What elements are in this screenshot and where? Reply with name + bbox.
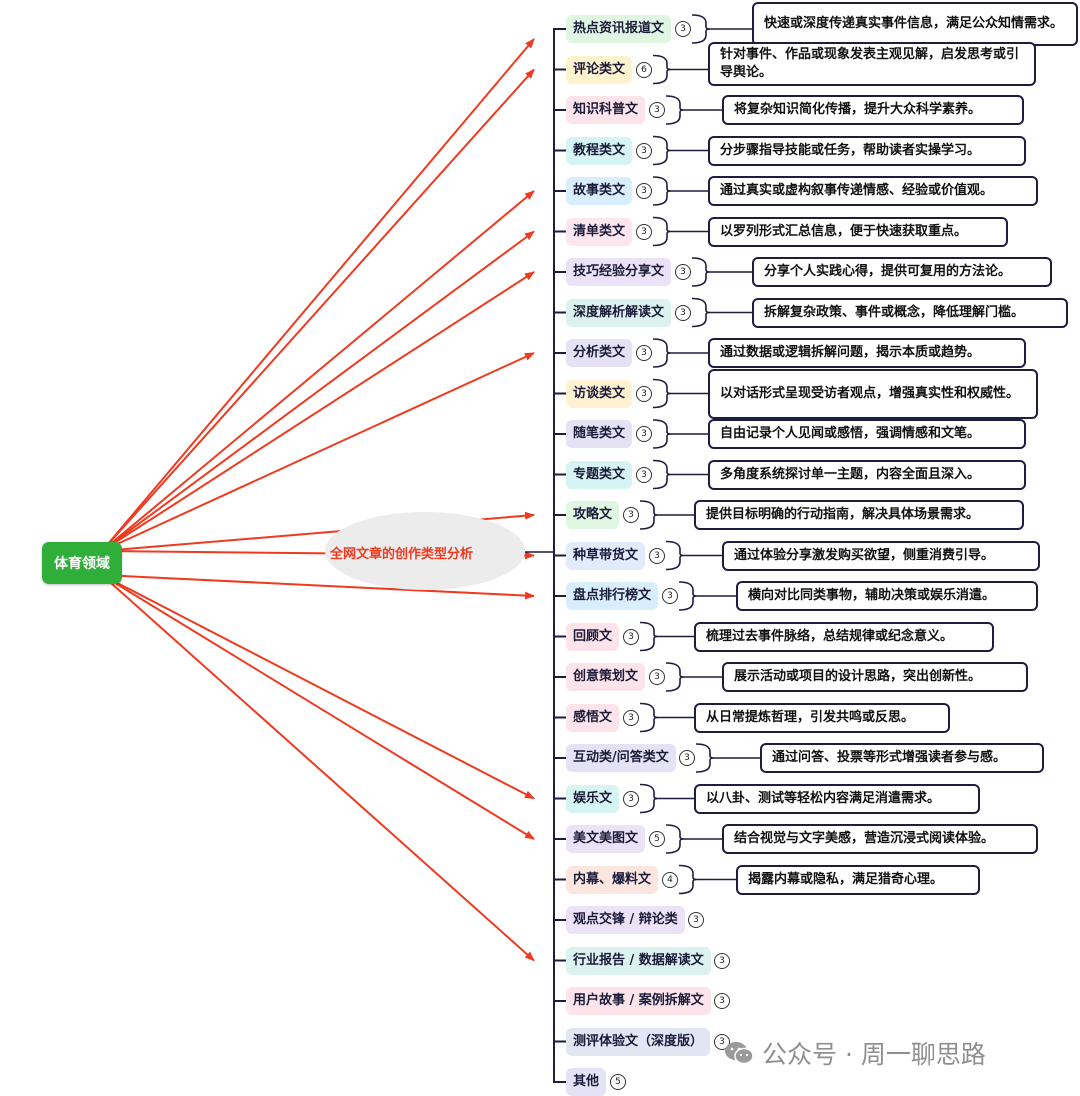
category-description: 自由记录个人见闻或感悟，强调情感和文笔。 <box>708 419 1026 449</box>
count-badge[interactable]: 3 <box>679 750 695 766</box>
category-node[interactable]: 创意策划文 <box>566 663 646 691</box>
count-badge[interactable]: 3 <box>623 790 639 807</box>
category-description: 通过问答、投票等形式增强读者参与感。 <box>760 743 1044 773</box>
count-badge[interactable]: 3 <box>636 385 652 402</box>
count-badge[interactable]: 3 <box>675 21 691 37</box>
count-badge[interactable]: 6 <box>636 61 652 78</box>
count-badge[interactable]: 5 <box>610 1074 626 1090</box>
central-topic-bubble <box>325 512 525 590</box>
category-node[interactable]: 教程类文 <box>566 136 633 165</box>
category-node[interactable]: 清单类文 <box>566 217 633 246</box>
watermark-text: 公众号 · 周一聊思路 <box>762 1040 986 1069</box>
count-badge[interactable]: 3 <box>714 1033 730 1050</box>
connector-arrow <box>101 38 535 552</box>
count-badge[interactable]: 3 <box>649 547 665 564</box>
category-node[interactable]: 深度解析解读文 <box>566 298 672 327</box>
category-description: 通过数据或逻辑拆解问题，揭示本质或趋势。 <box>708 338 1026 368</box>
count-badge[interactable]: 5 <box>649 831 665 847</box>
count-badge[interactable]: 3 <box>714 952 730 969</box>
category-description: 横向对比同类事物，辅助决策或娱乐消遣。 <box>736 581 1038 611</box>
category-description: 拆解复杂政策、事件或概念，降低理解门槛。 <box>752 297 1068 328</box>
category-node[interactable]: 行业报告 / 数据解读文 <box>566 946 711 975</box>
count-badge[interactable]: 3 <box>649 102 665 118</box>
count-badge[interactable]: 3 <box>636 345 652 361</box>
category-node[interactable]: 评论类文 <box>566 55 633 84</box>
category-node[interactable]: 热点资讯报道文 <box>566 15 672 43</box>
count-badge[interactable]: 3 <box>636 466 652 483</box>
category-node[interactable]: 观点交锋 / 辩论类 <box>566 906 685 934</box>
connector-arrow <box>101 574 535 600</box>
count-badge[interactable]: 3 <box>623 507 639 523</box>
connector-arrow <box>101 574 535 800</box>
count-badge[interactable]: 3 <box>675 264 691 280</box>
category-node[interactable]: 美文美图文 <box>566 825 646 853</box>
category-description: 多角度系统探讨单一主题，内容全面且深入。 <box>708 459 1026 490</box>
category-description: 展示活动或项目的设计思路，突出创新性。 <box>722 662 1028 692</box>
category-node[interactable]: 种草带货文 <box>566 541 646 570</box>
connector-arrow <box>101 68 535 552</box>
category-description: 针对事件、作品或现象发表主观见解，启发思考或引导舆论。 <box>708 42 1036 86</box>
category-node[interactable]: 知识科普文 <box>566 96 646 124</box>
category-node[interactable]: 内幕、爆料文 <box>566 865 659 894</box>
connector-arrow <box>101 352 535 552</box>
category-description: 快速或深度传递真实事件信息，满足公众知情需求。 <box>752 2 1078 46</box>
category-node[interactable]: 故事类文 <box>566 177 633 205</box>
wechat-icon <box>725 1042 754 1065</box>
category-node[interactable]: 感悟文 <box>566 703 620 732</box>
watermark: 公众号 · 周一聊思路 <box>724 1036 986 1070</box>
category-node[interactable]: 互动类/问答类文 <box>566 744 676 772</box>
category-description: 通过体验分享激发购买欲望，侧重消费引导。 <box>722 540 1040 571</box>
count-badge[interactable]: 3 <box>623 628 639 645</box>
connector-arrow <box>101 190 535 552</box>
category-description: 提供目标明确的行动指南，解决具体场景需求。 <box>694 500 1024 530</box>
category-description: 以罗列形式汇总信息，便于快速获取重点。 <box>708 216 1008 247</box>
count-badge[interactable]: 3 <box>636 223 652 240</box>
category-node[interactable]: 专题类文 <box>566 460 633 489</box>
category-description: 分步骤指导技能或任务，帮助读者实操学习。 <box>708 135 1026 166</box>
category-description: 结合视觉与文字美感，营造沉浸式阅读体验。 <box>722 824 1038 854</box>
category-description: 揭露内幕或隐私，满足猎奇心理。 <box>736 864 980 895</box>
category-description: 以对话形式呈现受访者观点，增强真实性和权威性。 <box>708 368 1038 419</box>
category-node[interactable]: 随笔类文 <box>566 420 633 448</box>
category-node[interactable]: 用户故事 / 案例拆解文 <box>566 987 711 1015</box>
central-topic-label: 全网文章的创作类型分析 <box>330 547 474 562</box>
count-badge[interactable]: 3 <box>714 993 730 1009</box>
category-node[interactable]: 攻略文 <box>566 501 620 529</box>
count-badge[interactable]: 3 <box>636 183 652 199</box>
count-badge[interactable]: 3 <box>636 426 652 442</box>
category-node[interactable]: 测评体验文（深度版） <box>566 1027 711 1056</box>
category-description: 从日常提炼哲理，引发共鸣或反思。 <box>694 702 950 733</box>
count-badge[interactable]: 3 <box>688 912 704 928</box>
category-node[interactable]: 娱乐文 <box>566 784 620 813</box>
category-description: 以八卦、测试等轻松内容满足消遣需求。 <box>694 783 980 814</box>
count-badge[interactable]: 3 <box>623 709 639 726</box>
count-badge[interactable]: 3 <box>636 142 652 159</box>
category-node[interactable]: 访谈类文 <box>566 379 633 408</box>
category-description: 将复杂知识简化传播，提升大众科学素养。 <box>722 95 1024 125</box>
category-node[interactable]: 其他 <box>566 1068 607 1096</box>
category-description: 分享个人实践心得，提供可复用的方法论。 <box>752 257 1052 287</box>
count-badge[interactable]: 3 <box>649 669 665 685</box>
category-node[interactable]: 技巧经验分享文 <box>566 258 672 286</box>
connector-arrow <box>101 574 535 962</box>
connector-arrow <box>101 574 535 840</box>
root-node[interactable]: 体育领域 <box>42 542 122 584</box>
category-description: 梳理过去事件脉络，总结规律或纪念意义。 <box>694 621 994 652</box>
connector-arrow <box>101 271 535 552</box>
count-badge[interactable]: 3 <box>675 304 691 321</box>
category-node[interactable]: 回顾文 <box>566 622 620 651</box>
category-node[interactable]: 盘点排行榜文 <box>566 582 659 610</box>
category-description: 通过真实或虚构叙事传递情感、经验或价值观。 <box>708 176 1038 206</box>
count-badge[interactable]: 3 <box>662 588 678 604</box>
connector-arrow <box>101 230 535 552</box>
count-badge[interactable]: 4 <box>662 871 678 888</box>
category-node[interactable]: 分析类文 <box>566 339 633 367</box>
